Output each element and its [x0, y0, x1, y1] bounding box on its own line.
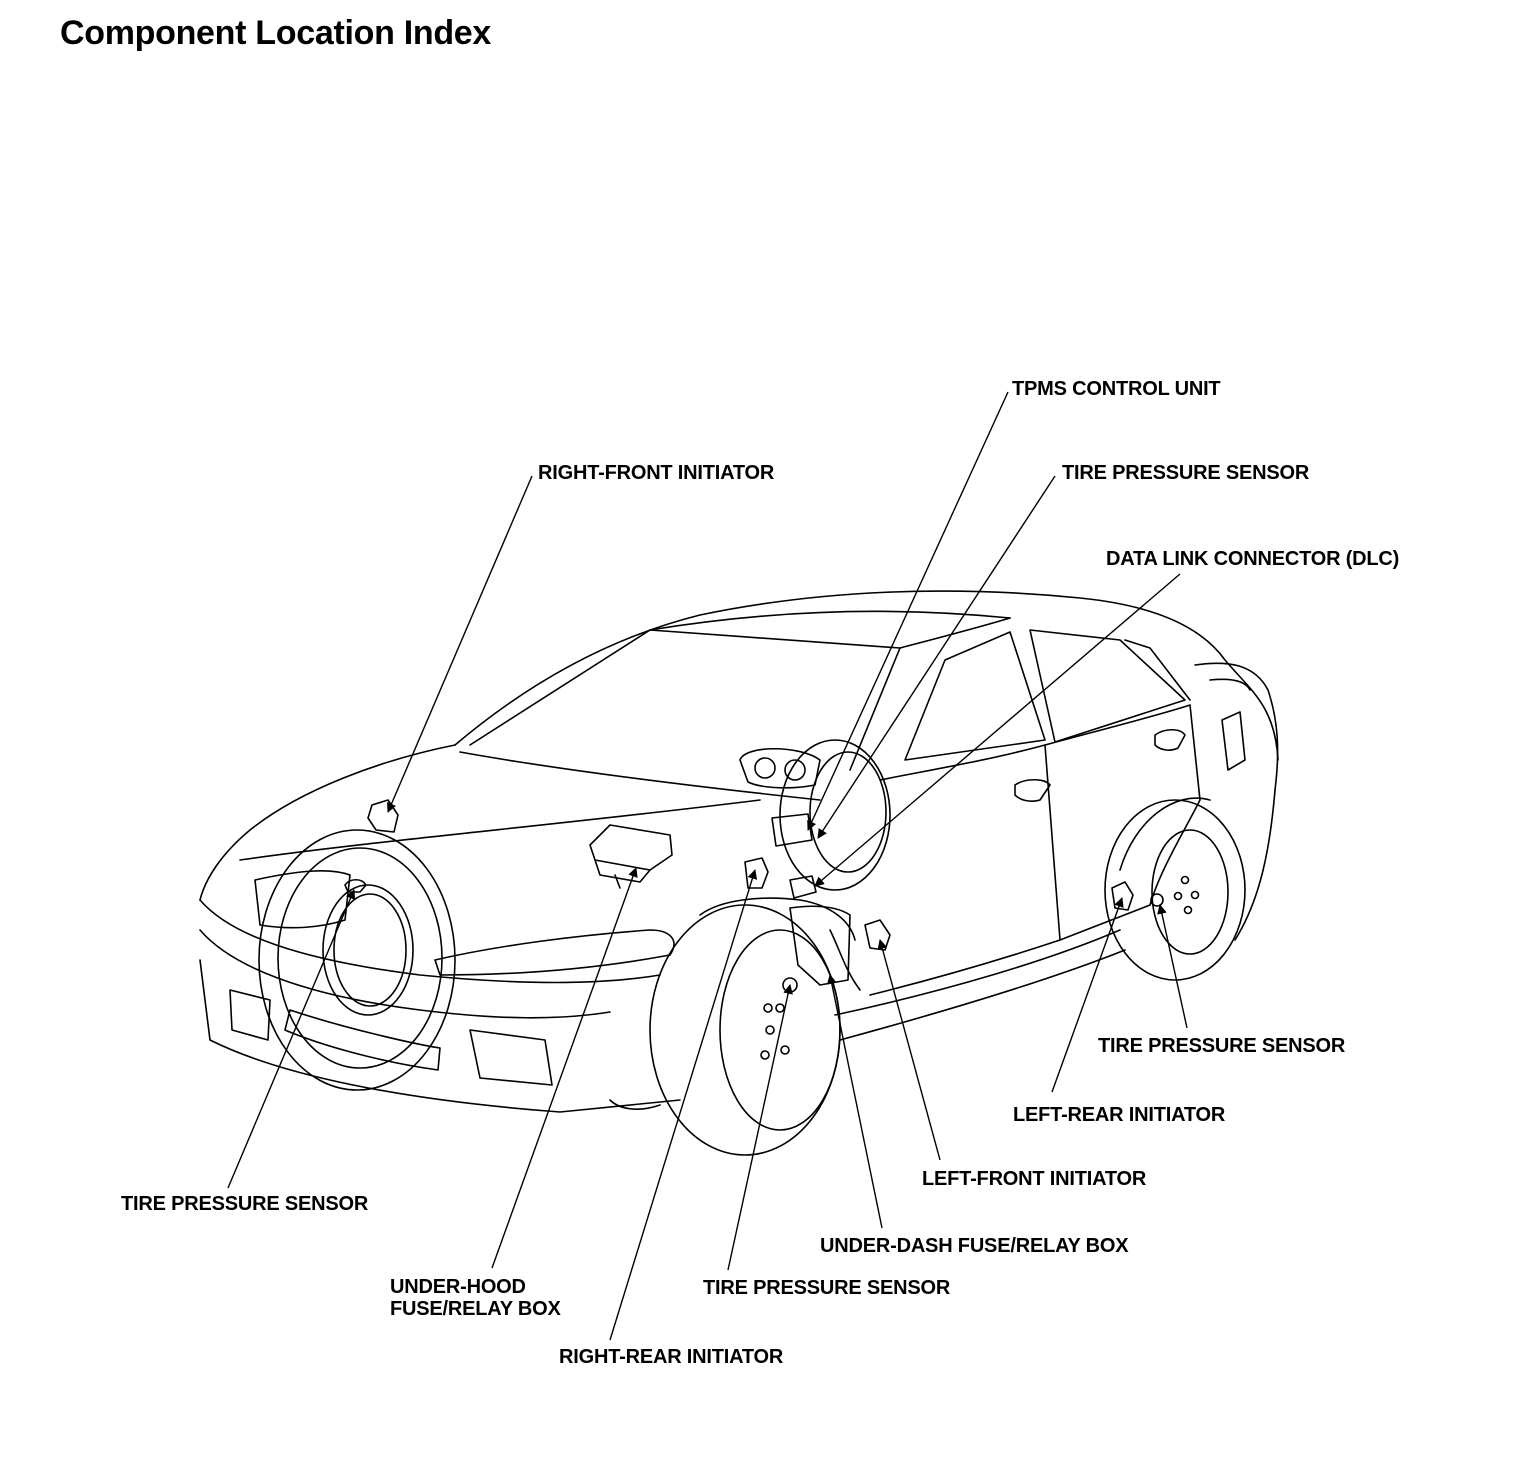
leader-right-front-initiator: [386, 475, 533, 813]
leader-right-rear-initiator: [609, 869, 758, 1341]
front-door: [870, 745, 1060, 995]
rear-door: [1045, 705, 1200, 940]
hood-front-edge: [200, 745, 455, 900]
car-outline: [200, 591, 1278, 1155]
rocker-panel: [835, 930, 1120, 1015]
roof-line: [455, 591, 1278, 760]
windshield: [470, 630, 900, 770]
leader-under-dash-box: [826, 974, 883, 1229]
leader-tire-pressure-sensor-rr: [727, 984, 793, 1271]
label-data-link-connector: DATA LINK CONNECTOR (DLC): [1106, 548, 1400, 570]
right-rear-initiator-part: [745, 858, 768, 888]
side-mirror: [740, 749, 820, 788]
leader-lines: [227, 391, 1188, 1341]
dlc-part: [790, 876, 816, 898]
label-tire-pressure-sensor-left-front: TIRE PRESSURE SENSOR: [1062, 462, 1310, 484]
leader-tire-pressure-sensor-lf: [817, 475, 1056, 839]
label-tire-pressure-sensor-left-rear: TIRE PRESSURE SENSOR: [1098, 1035, 1346, 1057]
a-pillar: [900, 618, 1010, 648]
lower-intake: [285, 1010, 440, 1070]
left-front-initiator-part: [865, 920, 890, 950]
leader-tpms-control-unit: [807, 391, 1009, 831]
label-under-hood-fuse-relay-box: UNDER-HOOD FUSE/RELAY BOX: [390, 1276, 561, 1320]
leader-left-front-initiator: [877, 939, 941, 1161]
right-front-wheel: [278, 848, 442, 1068]
bumper-mid: [200, 930, 610, 1018]
left-rear-initiator-part: [1112, 882, 1133, 910]
rear-side-window: [1030, 630, 1185, 742]
leader-dlc: [814, 573, 1181, 887]
hood-center: [240, 800, 760, 860]
label-under-hood-line1: UNDER-HOOD: [390, 1276, 526, 1298]
label-left-rear-initiator: LEFT-REAR INITIATOR: [1013, 1104, 1226, 1126]
bumper-lower: [200, 960, 680, 1112]
rear-deck: [1195, 663, 1278, 790]
label-under-dash-fuse-relay-box: UNDER-DASH FUSE/RELAY BOX: [820, 1235, 1129, 1257]
headlamp: [435, 930, 674, 975]
label-right-rear-initiator: RIGHT-REAR INITIATOR: [559, 1346, 784, 1368]
fog-lamp-right: [470, 1030, 552, 1085]
label-right-front-initiator: RIGHT-FRONT INITIATOR: [538, 462, 775, 484]
left-front-wheel-rim: [720, 930, 840, 1130]
hood-crease: [460, 752, 820, 800]
rear-door-handle: [1155, 730, 1185, 750]
page-title: Component Location Index: [60, 14, 492, 52]
front-door-handle: [1015, 780, 1050, 801]
leader-tire-pressure-sensor-lr: [1157, 904, 1188, 1029]
rear-bumper: [1235, 790, 1275, 940]
bumper-top: [200, 900, 660, 983]
label-under-hood-line2: FUSE/RELAY BOX: [390, 1298, 561, 1320]
left-front-wheel-arch: [780, 740, 890, 890]
right-front-tire-sensor-part: [345, 880, 366, 892]
leader-left-rear-initiator: [1051, 897, 1124, 1093]
left-rear-wheel-rim: [1152, 830, 1228, 954]
left-rear-wheel-tire: [1105, 800, 1245, 980]
left-rear-sensor-valve: [1151, 894, 1163, 906]
right-front-initiator-part: [368, 800, 398, 832]
leader-tire-pressure-sensor-rf: [227, 889, 356, 1189]
label-left-front-initiator: LEFT-FRONT INITIATOR: [922, 1168, 1147, 1190]
label-tpms-control-unit: TPMS CONTROL UNIT: [1012, 378, 1221, 400]
label-tire-pressure-sensor-right-front: TIRE PRESSURE SENSOR: [121, 1193, 369, 1215]
under-hood-box-part: [590, 825, 672, 870]
tail-lamp: [1222, 712, 1245, 770]
fog-lamp-left: [230, 990, 270, 1040]
tpms-control-unit-part: [772, 814, 812, 846]
front-side-window: [905, 632, 1045, 760]
leader-under-hood-box: [491, 867, 638, 1269]
windshield-top: [650, 611, 1010, 630]
label-tire-pressure-sensor-right-rear: TIRE PRESSURE SENSOR: [703, 1277, 951, 1299]
rear-quarter-window: [1125, 640, 1190, 700]
